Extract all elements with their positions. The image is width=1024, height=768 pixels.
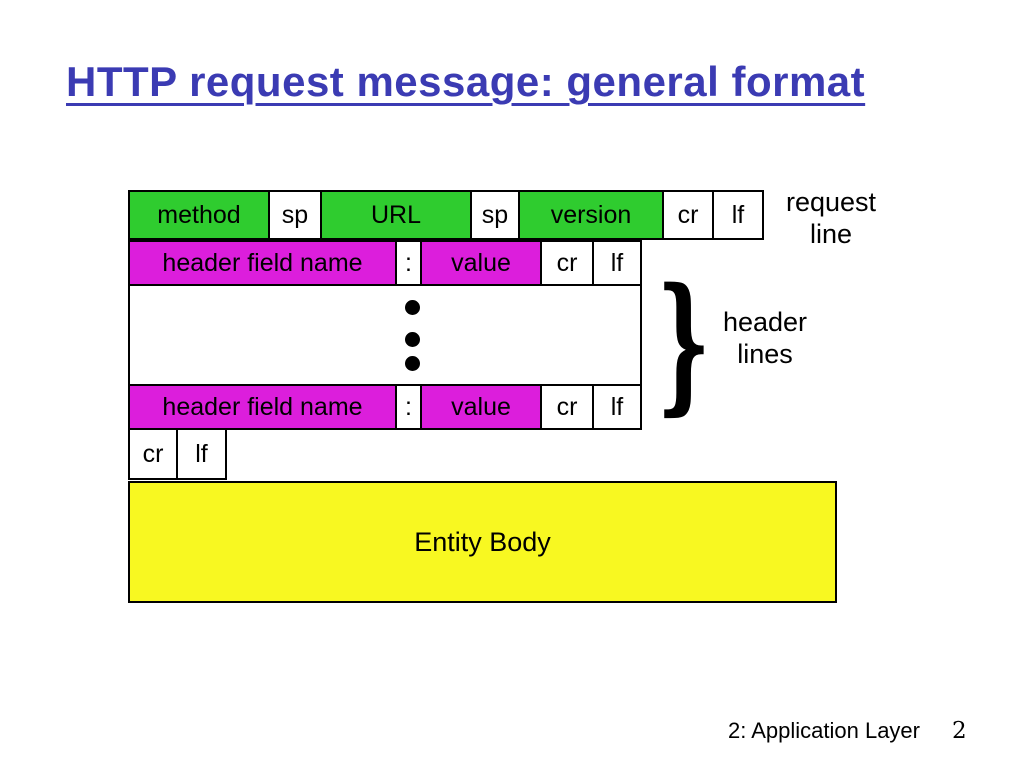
cell-header-field-name-2: header field name <box>128 384 397 430</box>
cell-sp-1: sp <box>268 190 322 240</box>
curly-brace-glyph: } <box>656 256 712 430</box>
cell-method: method <box>128 190 270 240</box>
cell-sp-2: sp <box>470 190 520 240</box>
header-line-row-top: header field name : value cr lf <box>128 240 642 286</box>
cell-lf-3: lf <box>592 384 642 430</box>
cell-lf-2: lf <box>592 240 642 286</box>
cell-colon-2: : <box>395 384 422 430</box>
cell-header-field-name-1: header field name <box>128 240 397 286</box>
header-lines-label: header lines <box>722 307 808 369</box>
cell-url: URL <box>320 190 472 240</box>
blank-line-row: cr lf <box>128 428 227 480</box>
ellipsis-dot-icon <box>405 332 420 347</box>
cell-cr-1: cr <box>662 190 714 240</box>
ellipsis-dot-icon <box>405 300 420 315</box>
cell-lf-4: lf <box>176 428 227 480</box>
request-line-row: method sp URL sp version cr lf <box>128 190 764 240</box>
cell-colon-1: : <box>395 240 422 286</box>
ellipsis-dot-icon <box>405 356 420 371</box>
cell-lf-1: lf <box>712 190 764 240</box>
curly-brace-icon: } <box>654 254 714 432</box>
entity-body-box: Entity Body <box>128 481 837 603</box>
cell-cr-3: cr <box>540 384 594 430</box>
cell-cr-4: cr <box>128 428 178 480</box>
cell-cr-2: cr <box>540 240 594 286</box>
footer-section-label: 2: Application Layer <box>727 718 920 743</box>
cell-version: version <box>518 190 664 240</box>
request-line-label: request line <box>785 187 877 249</box>
page-title: HTTP request message: general format <box>66 58 866 105</box>
cell-value-1: value <box>420 240 542 286</box>
header-line-row-bottom: header field name : value cr lf <box>128 384 642 430</box>
more-header-lines-box <box>128 284 642 386</box>
footer-page-number: 2 <box>952 718 967 744</box>
cell-value-2: value <box>420 384 542 430</box>
